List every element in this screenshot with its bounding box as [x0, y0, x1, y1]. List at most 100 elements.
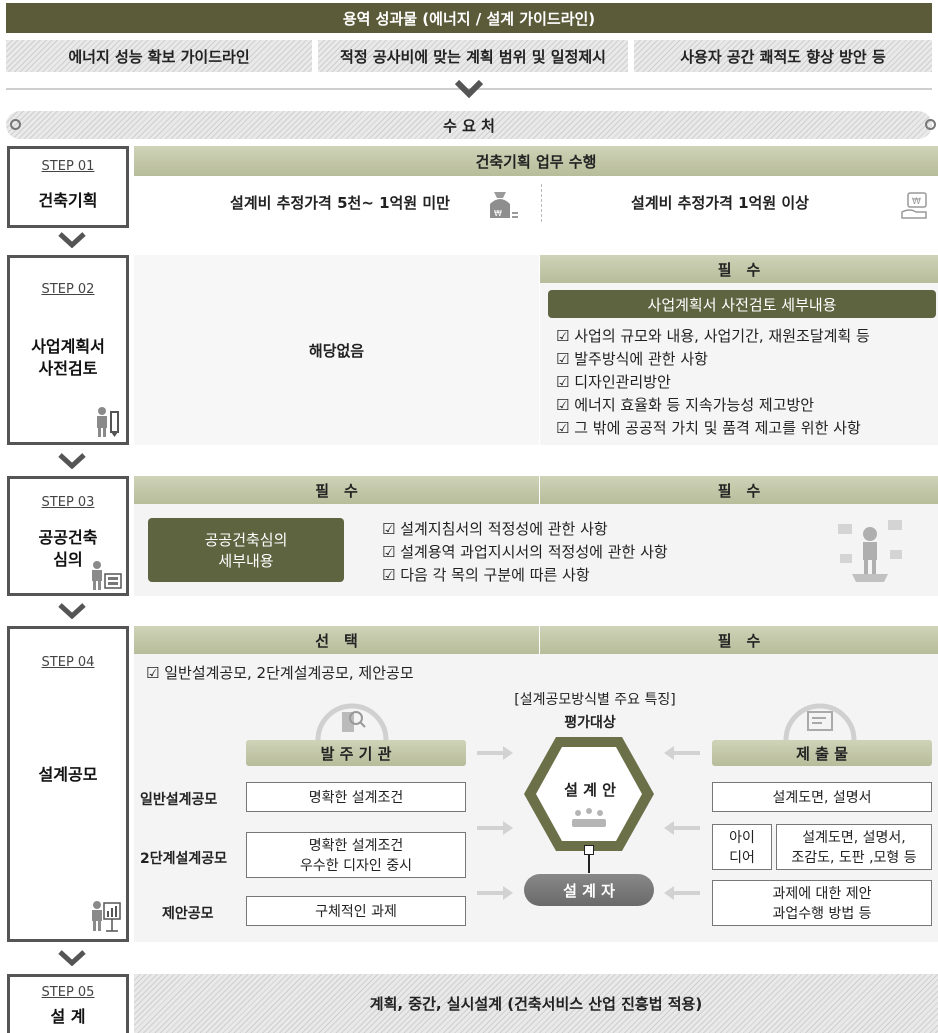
step03-title-line1: 공공건축: [38, 528, 98, 547]
chevron-down-icon: [454, 79, 484, 99]
checkbox-icon: ☑: [146, 664, 165, 682]
building-search-icon: [312, 700, 392, 741]
svg-text:₩: ₩: [912, 197, 921, 207]
list-item: ☑ 사업의 규모와 내용, 사업기간, 재원조달계획 등: [556, 325, 936, 348]
step01-title: 건축기획: [38, 191, 98, 210]
step02-item-3: 디자인관리방안: [574, 373, 671, 391]
step04-features-title: [설계공모방식별 주요 특징]: [470, 688, 720, 710]
step02-left-panel: [134, 255, 539, 445]
row2-orderer: 명확한 설계조건 우수한 디자인 중시: [246, 832, 466, 878]
row1-orderer-text: 명확한 설계조건: [308, 790, 404, 806]
person-pencil-icon: [94, 406, 122, 438]
step03-detail-line1: 공공건축심의: [204, 531, 288, 549]
step-arrow-2-chevron-down-icon: [58, 453, 86, 470]
list-item: ☑ 그 밖에 공공적 가치 및 품격 제고를 위한 사항: [556, 417, 936, 440]
row3-submit-line1: 과제에 대한 제안: [772, 886, 872, 902]
row2-name-text: 2단계설계공모: [140, 851, 228, 867]
step05-content-text: 계획, 중간, 실시설계 (건축서비스 산업 진흥법 적용): [369, 995, 703, 1013]
row1-name: 일반설계공모: [140, 789, 217, 809]
client-bar: 수 요 처: [6, 111, 932, 139]
step-arrow-4-chevron-down-icon: [58, 950, 86, 967]
svg-text:₩: ₩: [494, 209, 502, 218]
step-arrow-1-chevron-down-icon: [58, 232, 86, 249]
step03-detail-box: 공공건축심의 세부내용: [148, 518, 344, 582]
person-presentation-icon: [90, 559, 122, 591]
step03-required-left: 필 수: [134, 476, 539, 504]
list-item: ☑ 디자인관리방안: [556, 371, 936, 394]
step04-required-bar: 필 수: [540, 626, 938, 654]
submission-header-text: 제 출 물: [796, 744, 848, 763]
arrow-right-icon: [475, 820, 515, 836]
list-item: ☑ 에너지 효율화 등 지속가능성 제고방안: [556, 394, 936, 417]
step02-item-2: 발주방식에 관한 사항: [574, 350, 708, 368]
step01-left-text: 설계비 추정가격 5천~ 1억원 미만: [140, 182, 540, 222]
checkbox-icon: ☑: [556, 396, 575, 414]
step04-eval-target: 평가대상: [530, 712, 650, 732]
step02-title-line1: 사업계획서: [31, 337, 105, 356]
step02-item-5: 그 밖에 공공적 가치 및 품격 제고를 위한 사항: [574, 419, 861, 437]
step03-required-right-label: 필 수: [717, 481, 761, 500]
list-item: ☑ 다음 각 목의 구분에 따른 사항: [382, 564, 762, 587]
row2-orderer-line2: 우수한 디자인 중시: [300, 858, 412, 874]
step-arrow-3-chevron-down-icon: [58, 603, 86, 620]
step04-select-bar: 선 택: [134, 626, 539, 654]
step01-banner-text: 건축기획 업무 수행: [475, 152, 597, 171]
row3-name-text: 제안공모: [162, 906, 214, 922]
design-plan-hexagon: [522, 735, 656, 853]
step03-detail-line2: 세부내용: [218, 552, 274, 570]
row1-name-text: 일반설계공모: [140, 792, 218, 808]
step03-item-1: 설계지침서의 적정성에 관한 사항: [400, 520, 608, 538]
step02-checklist: ☑ 사업의 규모와 내용, 사업기간, 재원조달계획 등 ☑ 발주방식에 관한 …: [556, 325, 936, 445]
circle-dot-right-icon: [925, 119, 936, 130]
tab-comfort: 사용자 공간 쾌적도 향상 방안 등: [634, 40, 932, 72]
checkbox-icon: ☑: [556, 350, 575, 368]
step01-banner: 건축기획 업무 수행: [134, 146, 938, 176]
tab-comfort-label: 사용자 공간 쾌적도 향상 방안 등: [680, 47, 886, 66]
step02-item-4: 에너지 효율화 등 지속가능성 제고방안: [574, 396, 815, 414]
connector-line: [588, 853, 590, 873]
person-on-pedestal-icon: [830, 510, 910, 590]
list-item: ☑ 설계지침서의 적정성에 관한 사항: [382, 518, 762, 541]
step01-divider: [541, 184, 542, 222]
row1-submit-text: 설계도면, 설명서: [772, 790, 872, 806]
step03-title-line2: 심의: [53, 550, 83, 569]
step02-title-line2: 사전검토: [38, 359, 98, 378]
row2-idea-line1: 아이: [729, 830, 755, 846]
step02-box: STEP 02 사업계획서 사전검토: [7, 255, 129, 445]
step02-required-bar: 필 수: [540, 255, 938, 283]
row1-submit: 설계도면, 설명서: [712, 782, 932, 812]
step01-left-label: 설계비 추정가격 5천~ 1억원 미만: [230, 193, 450, 212]
step01-right-text: 설계비 추정가격 1억원 이상: [545, 182, 895, 222]
step04-option-text: 일반설계공모, 2단계설계공모, 제안공모: [164, 664, 414, 682]
row2-idea-line2: 디어: [729, 850, 755, 866]
arrow-left-icon: [662, 745, 702, 761]
step02-detail-title: 사업계획서 사전검토 세부내용: [548, 290, 936, 318]
row2-name: 2단계설계공모: [140, 848, 227, 868]
checkbox-icon: ☑: [556, 327, 575, 345]
designer-pill: 설 계 자: [524, 874, 654, 906]
checkbox-icon: ☑: [556, 419, 575, 437]
row1-orderer: 명확한 설계조건: [246, 782, 466, 812]
step05-content: 계획, 중간, 실시설계 (건축서비스 산업 진흥법 적용): [134, 974, 938, 1033]
designer-text: 설 계 자: [563, 881, 615, 900]
step02-num: STEP 02: [41, 281, 95, 297]
row2-orderer-line1: 명확한 설계조건: [308, 838, 404, 854]
tab-cost-plan: 적정 공사비에 맞는 계획 범위 및 일정제시: [318, 40, 628, 72]
arrow-right-icon: [475, 885, 515, 901]
connector-dot: [584, 845, 594, 855]
tab-energy: 에너지 성능 확보 가이드라인: [6, 40, 312, 72]
step01-box: STEP 01 건축기획: [7, 146, 129, 228]
checkbox-icon: ☑: [382, 520, 401, 538]
step03-required-right: 필 수: [540, 476, 938, 504]
step04-required-label: 필 수: [717, 631, 761, 650]
person-chart-icon: [90, 899, 122, 933]
document-icon: [780, 700, 860, 741]
design-plan-text: 설 계 안: [564, 780, 616, 799]
row3-orderer: 구체적인 과제: [246, 896, 466, 926]
orderer-header: 발 주 기 관: [246, 740, 466, 766]
step05-title: 설 계: [50, 1007, 86, 1026]
step03-required-left-label: 필 수: [315, 481, 358, 500]
step04-option-item: ☑ 일반설계공모, 2단계설계공모, 제안공모: [146, 662, 414, 685]
header-title: 용역 성과물 (에너지 / 설계 가이드라인): [6, 3, 932, 33]
step01-right-label: 설계비 추정가격 1억원 이상: [631, 193, 809, 212]
